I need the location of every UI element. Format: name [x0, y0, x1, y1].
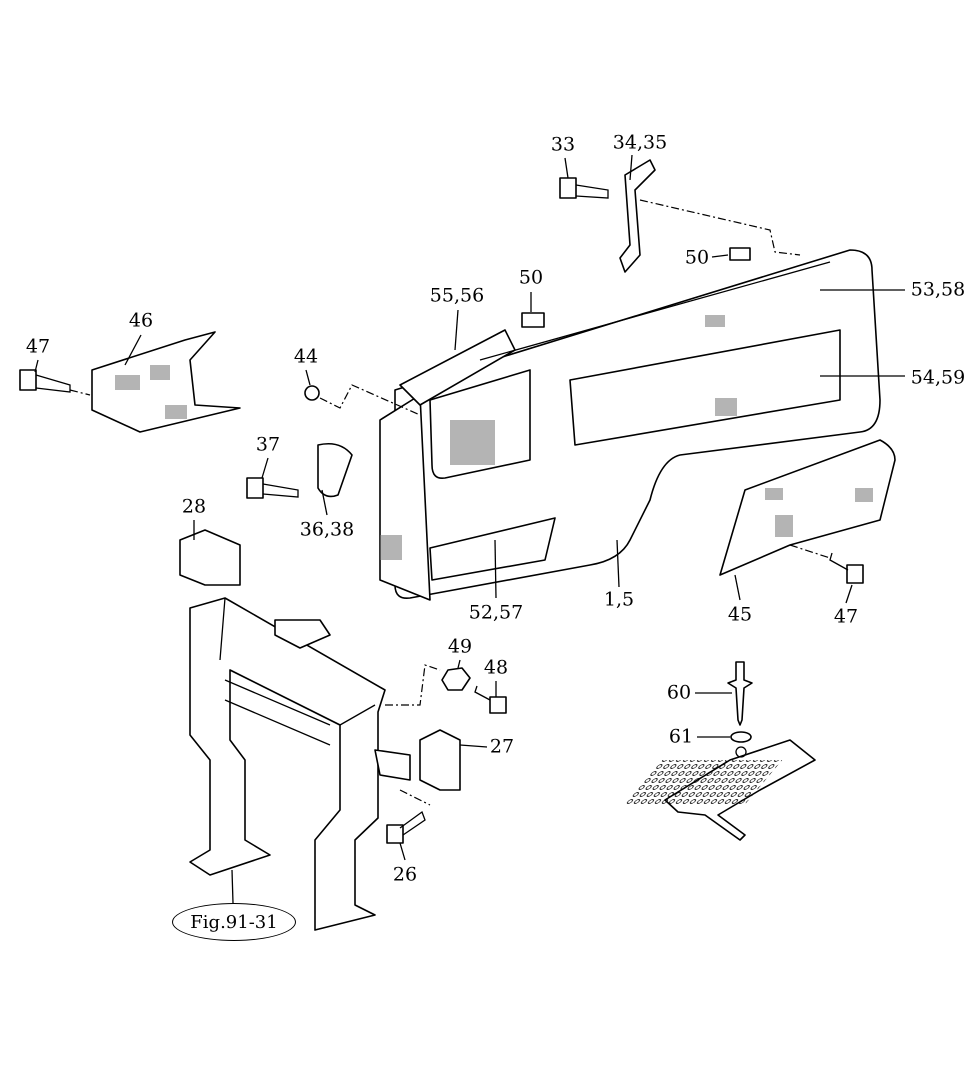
- bracket-27: [419, 729, 461, 791]
- leader-lines: [34, 154, 905, 904]
- callout-47: 47: [25, 335, 51, 358]
- nut-49: [441, 667, 471, 691]
- bolt-47: [789, 544, 864, 584]
- callout-46: 46: [128, 309, 154, 332]
- cover-45: [719, 439, 896, 576]
- bolt-37: [246, 477, 299, 499]
- callout-48: 48: [483, 656, 509, 679]
- rivet-60: [727, 661, 753, 726]
- callout-27: 27: [489, 735, 515, 758]
- perforated-panel: [624, 739, 816, 841]
- callout-52-57: 52,57: [468, 601, 524, 624]
- callout-34-35: 34,35: [612, 131, 668, 154]
- callout-50: 50: [518, 266, 544, 289]
- clip-50: [729, 247, 751, 261]
- bracket-28: [179, 529, 241, 586]
- callout-44: 44: [293, 345, 319, 368]
- callout-33: 33: [550, 133, 576, 156]
- frame-bracket: [189, 597, 411, 931]
- callout-50: 50: [684, 246, 710, 269]
- clip-50: [521, 312, 545, 328]
- bolt-48: [474, 685, 507, 714]
- washer-61: [730, 731, 752, 743]
- bolt-33: [559, 177, 609, 199]
- callout-1-5: 1,5: [603, 588, 635, 611]
- callout-37: 37: [255, 433, 281, 456]
- callout-53-58: 53,58: [910, 278, 966, 301]
- callout-54-59: 54,59: [910, 366, 966, 389]
- callout-45: 45: [727, 603, 753, 626]
- callout-49: 49: [447, 635, 473, 658]
- bolt-47: [19, 369, 91, 396]
- bracket-34-35: [619, 159, 656, 273]
- callout-28: 28: [181, 495, 207, 518]
- callout-47: 47: [833, 605, 859, 628]
- plate-36-38: [317, 442, 353, 498]
- cover-46: [91, 331, 241, 433]
- callout-61: 61: [668, 725, 694, 748]
- pin-44: [304, 385, 320, 401]
- callout-26: 26: [392, 863, 418, 886]
- callout-55-56: 55,56: [429, 284, 485, 307]
- callout-36-38: 36,38: [299, 518, 355, 541]
- bolt-26: [386, 789, 431, 844]
- callout-60: 60: [666, 681, 692, 704]
- instrument-panel-part: [379, 249, 881, 601]
- figure-reference-link[interactable]: Fig.91-31: [172, 903, 296, 941]
